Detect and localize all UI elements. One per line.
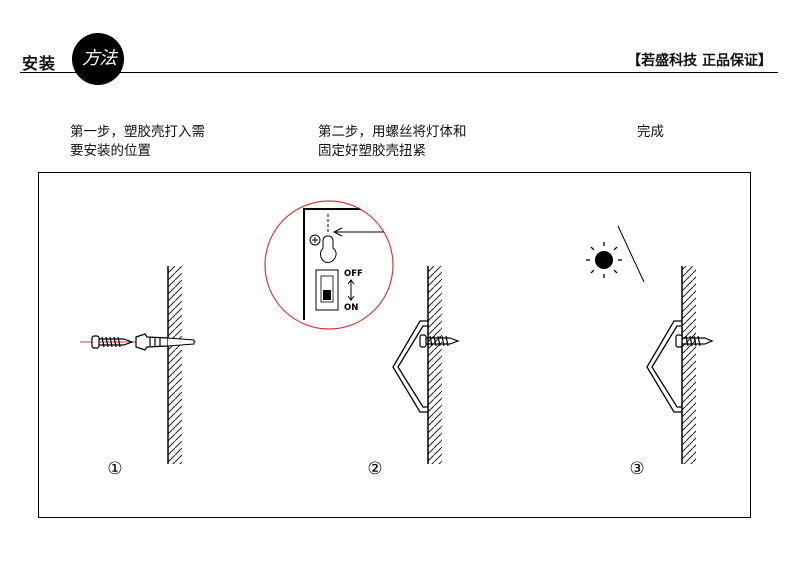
day-night-divider bbox=[617, 225, 645, 283]
step-2-number: ② bbox=[367, 459, 382, 479]
step-1-caption: 第一步，塑胶壳打入需 要安装的位置 bbox=[70, 124, 205, 159]
sun-icon bbox=[586, 242, 622, 278]
diagram-panel bbox=[38, 172, 751, 518]
switch-off-label: OFF bbox=[344, 269, 363, 279]
wall-2 bbox=[427, 266, 442, 464]
screw-head-icon bbox=[309, 234, 321, 246]
wall-1 bbox=[167, 266, 182, 464]
screw-icon bbox=[91, 335, 134, 349]
step-3-number: ③ bbox=[629, 459, 644, 479]
wall-plug-icon bbox=[135, 333, 169, 351]
title-badge-text: 方法 bbox=[82, 48, 117, 69]
keyhole-slot-icon bbox=[320, 235, 337, 263]
dip-switch bbox=[315, 269, 339, 311]
title-badge bbox=[72, 33, 124, 85]
step-2-caption: 第二步，用螺丝将灯体和 固定好塑胶壳扭紧 bbox=[318, 124, 467, 159]
switch-on-label: ON bbox=[344, 303, 358, 313]
step-1-number: ① bbox=[107, 459, 122, 479]
step-3-illustration: ③ bbox=[586, 225, 714, 479]
step-1-illustration: ① bbox=[80, 266, 196, 479]
screw-icon bbox=[419, 334, 460, 348]
moon-icon bbox=[648, 231, 662, 256]
light-bracket bbox=[392, 320, 428, 413]
header-divider bbox=[20, 72, 778, 73]
brand-slogan: 【若盛科技 正品保证】 bbox=[627, 53, 772, 69]
step-3-caption: 完成 bbox=[637, 124, 664, 140]
screw-icon bbox=[675, 334, 714, 348]
step-2-illustration: OFF ON ② bbox=[264, 200, 460, 479]
switch-detail-callout: OFF ON bbox=[264, 200, 394, 330]
light-bracket bbox=[646, 320, 682, 413]
toggle-arrow-icon bbox=[347, 279, 355, 301]
drilled-hole bbox=[167, 337, 195, 347]
section-title: 安装 bbox=[22, 54, 57, 73]
wall-3 bbox=[681, 266, 696, 464]
